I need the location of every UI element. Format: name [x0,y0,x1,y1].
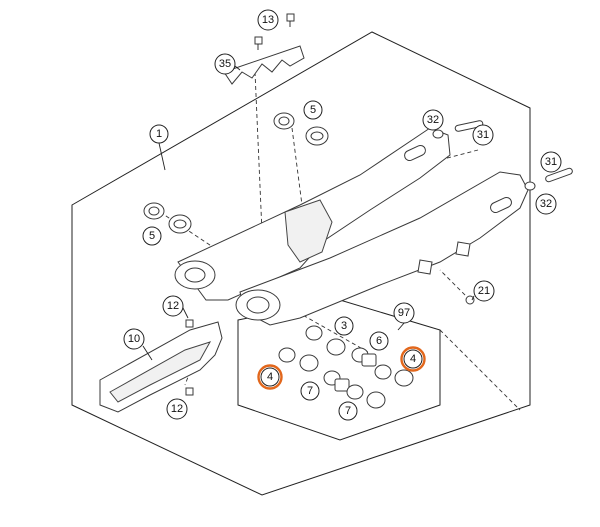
callout-31-top: 31 [472,124,494,146]
svg-text:12: 12 [167,300,179,312]
callout-32-right: 32 [535,193,557,215]
svg-text:31: 31 [477,129,489,141]
callout-97: 97 [393,302,415,331]
callout-5-left: 5 [142,226,162,246]
svg-text:3: 3 [341,320,347,332]
callout-7-left: 7 [300,381,320,401]
callout-32-top: 32 [422,109,444,131]
svg-text:5: 5 [149,230,155,242]
bearing-kit-parts [278,325,414,409]
svg-text:12: 12 [171,403,183,415]
callout-12-bottom: 12 [166,398,188,420]
callouts: 1 3 4 4 5 5 6 7 [123,9,562,421]
callout-6: 6 [369,331,389,351]
svg-text:6: 6 [376,335,382,347]
svg-text:13: 13 [262,14,274,26]
svg-text:4: 4 [267,371,273,383]
svg-text:21: 21 [478,285,490,297]
svg-text:1: 1 [156,128,162,140]
callout-4-left: 4 [257,364,283,390]
chain-adjusters [432,120,573,305]
bushings-5 [143,112,329,234]
swingarm [174,127,529,326]
callout-31-right: 31 [540,151,562,173]
callout-7-right: 7 [338,401,358,421]
bolt-13 [254,13,295,50]
callout-21: 21 [471,280,495,302]
callout-4-right: 4 [400,346,426,372]
callout-12-top: 12 [162,295,189,319]
svg-text:10: 10 [128,333,140,345]
svg-text:4: 4 [410,353,416,365]
callout-13: 13 [257,9,279,31]
assembly-frame [71,31,531,496]
svg-text:32: 32 [427,114,439,126]
svg-text:31: 31 [545,156,557,168]
callout-10: 10 [123,328,153,361]
chain-slider-upper [223,45,305,85]
svg-text:35: 35 [219,58,231,70]
callout-1: 1 [149,124,169,171]
svg-text:5: 5 [310,104,316,116]
callout-5-top: 5 [303,100,323,120]
svg-text:7: 7 [307,385,313,397]
svg-text:7: 7 [345,405,351,417]
svg-text:97: 97 [398,307,410,319]
callout-3: 3 [334,316,354,336]
callout-35: 35 [214,53,241,75]
svg-text:32: 32 [540,198,552,210]
chain-guide-lower [99,319,223,413]
